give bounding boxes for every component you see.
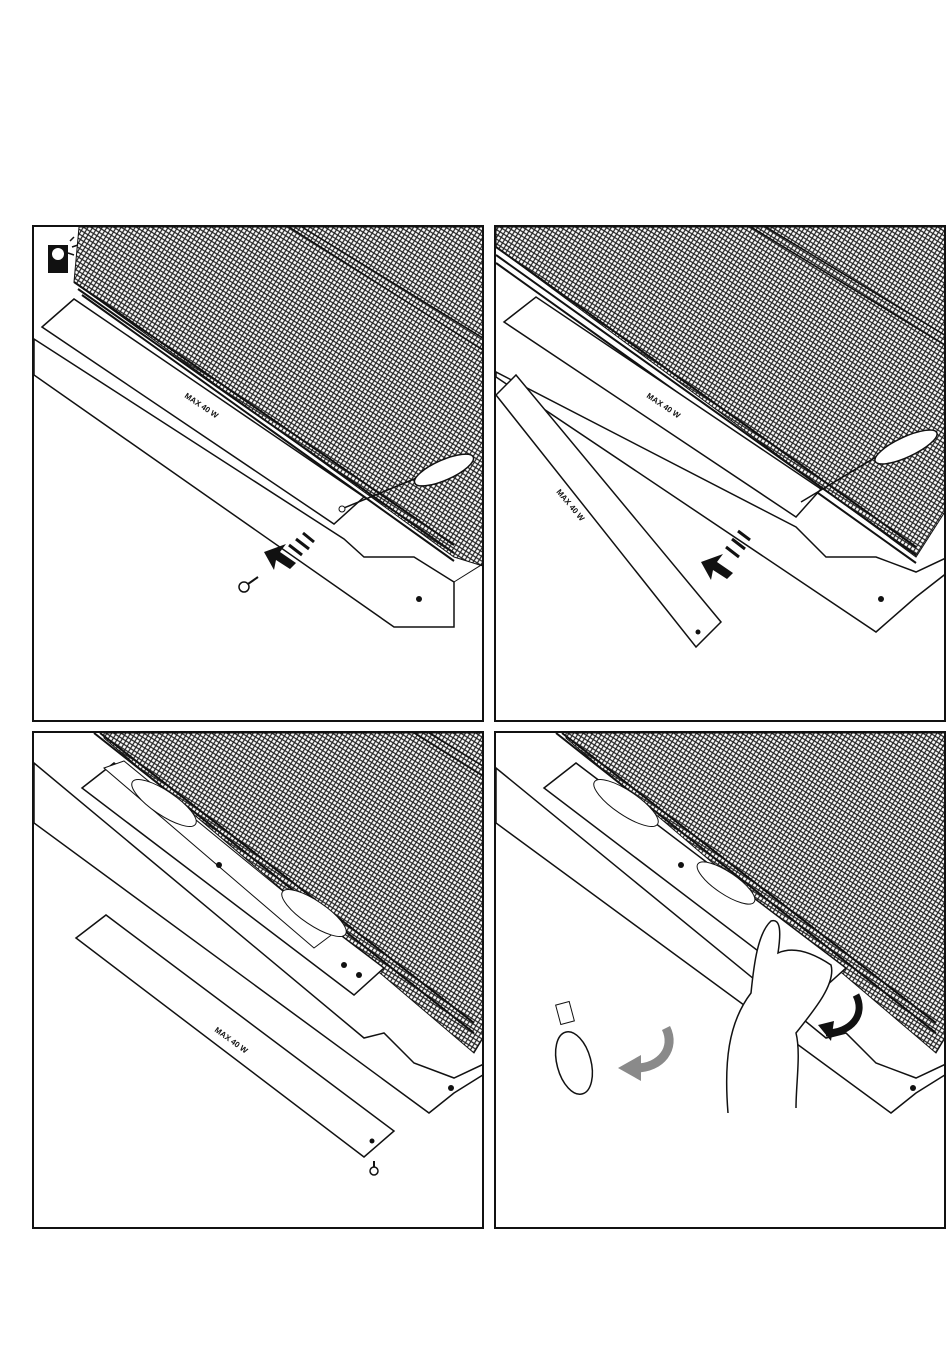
lamp-bulb-icon: [48, 237, 78, 273]
rotate-arrow-icon: [818, 995, 859, 1041]
unscrew-arrow-icon: [618, 1028, 669, 1081]
step-4-panel: [494, 731, 946, 1229]
screw-icon: [239, 577, 258, 592]
step-3-panel: MAX 40 W: [32, 731, 484, 1229]
bulb-icon: [549, 1002, 598, 1099]
screw-icon: [370, 1161, 378, 1175]
step-1-panel: MAX 40 W: [32, 225, 484, 722]
screw-hole: [416, 596, 422, 602]
step-2-panel: MAX 40 W MAX 40 W: [494, 225, 946, 722]
